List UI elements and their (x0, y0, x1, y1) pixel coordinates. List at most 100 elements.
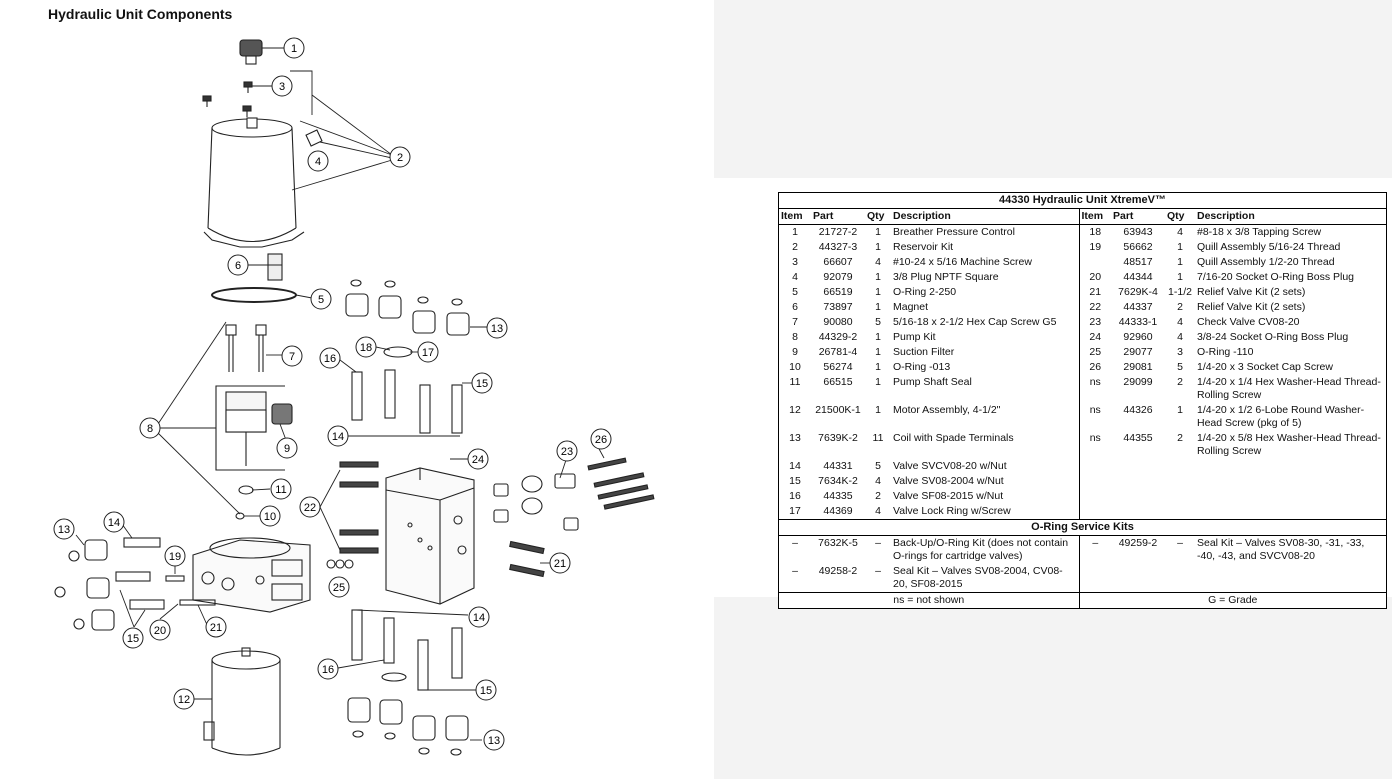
cell-part (1111, 474, 1165, 489)
svg-text:5: 5 (318, 294, 324, 306)
cell-qty: 1 (1177, 271, 1183, 283)
cell-item: ns (1089, 376, 1101, 388)
cell-item: 23 (1089, 316, 1102, 328)
plug-part (305, 129, 323, 147)
cell-description: Breather Pressure Control (891, 224, 1080, 240)
cell-item (1079, 504, 1111, 520)
cell-description: Motor Assembly, 4-1/2" (891, 403, 1080, 431)
motor-part (203, 647, 281, 756)
cell-part: 7632K-5 (818, 537, 858, 549)
cell-part: 21500K-1 (815, 404, 861, 416)
header-qty: Qty (865, 209, 891, 225)
callout-15a: 15 (471, 372, 493, 394)
callout-26: 26 (590, 428, 612, 450)
cell-qty: – (875, 565, 881, 577)
callout-15c: 15 (475, 679, 497, 701)
exploded-parts-diagram: 1 2 3 4 5 6 7 8 9 10 11 12 13 13 13 14 1… (53, 37, 655, 756)
cell-part: 66515 (823, 376, 853, 388)
svg-text:2: 2 (397, 152, 403, 164)
cell-description: Check Valve CV08-20 (1197, 316, 1300, 328)
cell-item: 26 (1089, 361, 1102, 373)
cell-item: 17 (789, 505, 801, 517)
cell-part (1111, 564, 1165, 593)
cell-description: Valve Lock Ring w/Screw (891, 504, 1080, 520)
cell-item: 8 (792, 331, 798, 343)
cell-item: – (1092, 537, 1099, 549)
cell-qty: 1 (875, 361, 881, 373)
relief-valves-part (339, 461, 379, 554)
svg-text:19: 19 (169, 551, 181, 563)
cell-part: 26781-4 (818, 346, 858, 358)
callout-6: 6 (227, 254, 249, 276)
svg-text:16: 16 (324, 353, 336, 365)
cell-qty: 1 (1177, 404, 1183, 416)
valves-lower-part (351, 609, 463, 691)
callout-19: 19 (164, 545, 186, 567)
cell-item: ns (1089, 432, 1101, 444)
parts-grid: Item Part Qty Description Item Part Qty … (779, 209, 1386, 608)
cell-description (1195, 504, 1386, 520)
cell-qty: 2 (1177, 432, 1183, 444)
cell-description: O-Ring 2-250 (891, 285, 1080, 300)
cell-part: 44369 (823, 505, 853, 517)
cell-part: 44327-3 (818, 241, 858, 253)
callout-23: 23 (556, 440, 578, 462)
svg-text:26: 26 (595, 434, 607, 446)
cell-qty (1165, 504, 1195, 520)
cell-qty: 4 (875, 505, 881, 517)
cell-qty: 1 (875, 404, 881, 416)
parts-table: 44330 Hydraulic Unit XtremeV™ Item Part … (778, 192, 1387, 609)
svg-text:15: 15 (480, 685, 492, 697)
cell-part: 44337 (1123, 301, 1153, 313)
header-part: Part (811, 209, 865, 225)
cell-qty: 4 (1177, 316, 1183, 328)
cell-part: 48517 (1123, 256, 1153, 268)
cell-item: 19 (1089, 241, 1102, 253)
svg-text:14: 14 (473, 612, 485, 624)
kit-row: –7632K-5–Back-Up/O-Ring Kit (does not co… (779, 535, 1386, 564)
cell-part: 44333-1 (1118, 316, 1158, 328)
cell-item: 15 (789, 475, 801, 487)
cell-qty: 4 (875, 256, 881, 268)
cell-qty: 1-1/2 (1168, 286, 1192, 298)
cell-description: Seal Kit – Valves SV08-2004, CV08-20, SF… (891, 564, 1080, 593)
valve-block-part (385, 467, 475, 605)
coils-upper-part (345, 279, 470, 336)
callout-11: 11 (270, 478, 292, 500)
callout-25: 25 (328, 576, 350, 598)
callout-20: 20 (149, 619, 171, 641)
cell-description: Valve SF08-2015 w/Nut (891, 489, 1080, 504)
cell-part: 56662 (1123, 241, 1153, 253)
check-valves-part (493, 473, 579, 531)
cell-item: 20 (1089, 271, 1102, 283)
cell-qty (1165, 459, 1195, 474)
callout-10: 10 (259, 505, 281, 527)
reservoir-part (203, 117, 305, 248)
table-title: 44330 Hydraulic Unit XtremeV™ (779, 193, 1386, 209)
callout-16a: 16 (319, 347, 341, 369)
svg-text:24: 24 (472, 454, 484, 466)
callout-2: 2 (389, 146, 411, 168)
cell-qty: 1 (875, 241, 881, 253)
callout-16b: 16 (317, 658, 339, 680)
header-description: Description (891, 209, 1080, 225)
svg-text:13: 13 (488, 735, 500, 747)
cell-qty: – (1177, 537, 1183, 549)
svg-text:3: 3 (279, 81, 285, 93)
cell-part: 44355 (1123, 432, 1153, 444)
section-title: O-Ring Service Kits (779, 519, 1386, 536)
svg-text:13: 13 (491, 323, 503, 335)
pump-block-part (192, 537, 311, 613)
svg-text:25: 25 (333, 582, 345, 594)
hex-cap-screws-part (225, 324, 267, 372)
valves-left-part (115, 537, 216, 610)
cell-qty: – (875, 537, 881, 549)
cell-qty: 3 (1177, 346, 1183, 358)
cell-description: Seal Kit – Valves SV08-30, -31, -33, -40… (1197, 537, 1365, 562)
